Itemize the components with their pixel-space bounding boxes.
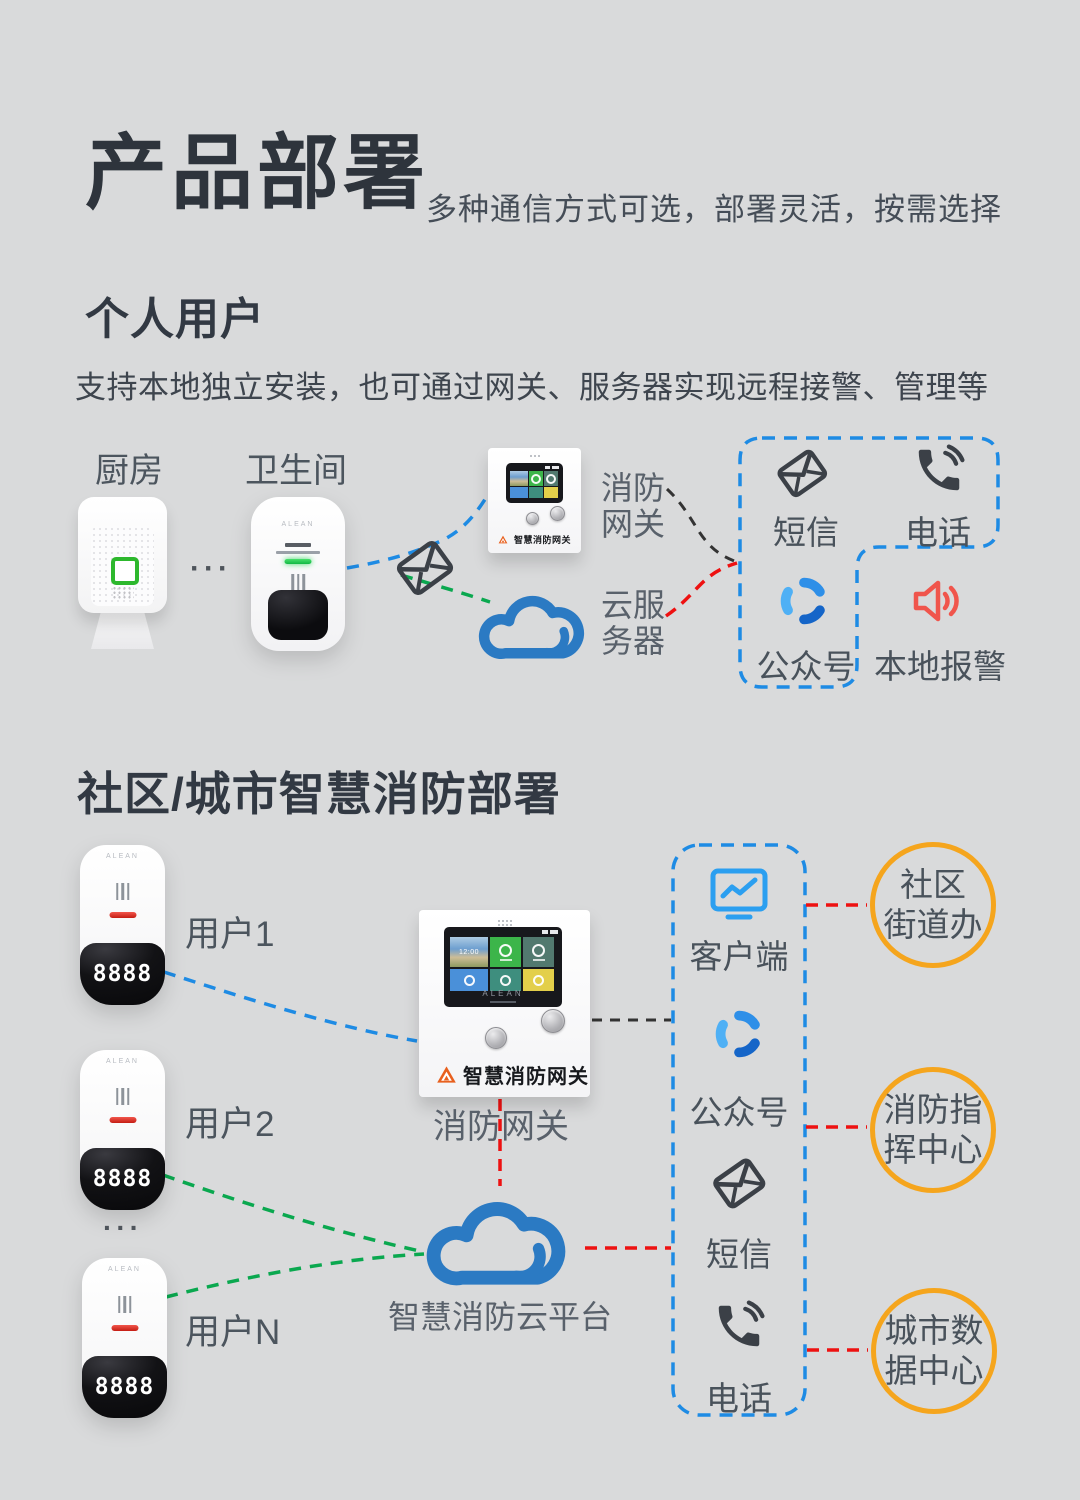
client-monitor-icon: [709, 866, 769, 922]
device-text-line: [285, 543, 311, 547]
ellipsis-devices-1: ···: [190, 552, 232, 585]
gateway-screen-large: 12:00 ALEAN: [444, 927, 562, 1007]
device-lcd-screen: 8888: [80, 943, 165, 1005]
device-text-line: [276, 551, 320, 554]
gateway-logo-text: 智慧消防网关: [514, 535, 572, 545]
target-text: 城市数: [884, 1312, 984, 1350]
cloud-icon: [419, 1188, 581, 1294]
screen-brand-underline: [490, 1001, 516, 1003]
section-personal-description: 支持本地独立安装，也可通过网关、服务器实现远程接警、管理等: [75, 370, 989, 405]
phone-icon: [912, 443, 966, 497]
wechat-swirl-icon: [713, 1008, 765, 1060]
target-text: 街道办: [883, 906, 983, 943]
kitchen-detector-device: [78, 497, 167, 653]
section-community-heading: 社区/城市智慧消防部署: [77, 768, 561, 820]
status-led: [284, 559, 312, 564]
gateway-speaker-dots: [496, 919, 513, 927]
target-community-street-office: 社区 街道办: [870, 842, 996, 968]
device-red-bar: [111, 1325, 138, 1331]
lcd-digits: 8888: [94, 1374, 155, 1400]
kitchen-detector-speaker-holes: [112, 586, 134, 599]
screen-brand: ALEAN: [482, 989, 524, 998]
page-title: 产品部署: [85, 128, 430, 219]
cloud-label-1: 云服 务器: [601, 587, 666, 659]
channels-panel-border-1: [738, 436, 1000, 689]
cloud-label-2: 智慧消防云平台: [388, 1299, 613, 1335]
kitchen-detector-indicator: [111, 557, 139, 585]
userN-device: ALEAN 8888: [82, 1258, 167, 1418]
user1-label: 用户1: [185, 915, 275, 954]
kitchen-label: 厨房: [95, 452, 163, 490]
target-text: 消防指: [883, 1091, 983, 1129]
bathroom-detector-screen: [268, 590, 328, 640]
gateway-logo-text: 智慧消防网关: [463, 1066, 589, 1088]
gateway-button: [526, 512, 539, 525]
gateway-button: [550, 506, 565, 521]
screen-time: 12:00: [458, 948, 480, 956]
cloud-icon: [477, 585, 592, 667]
gateway-speaker-dots: [528, 454, 541, 459]
line-device-to-gateway-blue: [346, 492, 491, 570]
local-alarm-speaker-icon: [911, 576, 967, 626]
device-brand: ALEAN: [106, 853, 139, 860]
line-gateway-to-panel-black: [665, 487, 738, 564]
target-text: 据中心: [884, 1352, 984, 1389]
sms-envelope-icon: [767, 438, 837, 508]
phone-icon: [712, 1298, 766, 1354]
gateway-button: [485, 1027, 507, 1049]
section-personal-heading: 个人用户: [85, 295, 265, 344]
ellipsis-devices-2: ···: [103, 1212, 143, 1243]
fire-gateway-device-small: 智慧消防网关: [488, 448, 581, 553]
local-alarm-label: 本地报警: [874, 648, 1006, 685]
user2-label: 用户2: [185, 1105, 275, 1144]
bathroom-detector-device: ALEAN: [251, 497, 345, 651]
phone-label-1: 电话: [905, 514, 971, 551]
gateway-label-2: 消防网关: [433, 1108, 569, 1146]
client-label: 客户端: [689, 938, 789, 975]
userN-label: 用户N: [185, 1313, 281, 1352]
wechat-label-1: 公众号: [756, 648, 856, 685]
target-text: 挥中心: [883, 1131, 983, 1168]
target-city-data-center: 城市数 据中心: [871, 1288, 997, 1414]
kitchen-detector-base: [91, 611, 154, 649]
triangle-logo-icon: [437, 1066, 456, 1083]
wechat-label-2: 公众号: [689, 1094, 789, 1131]
gateway-button: [541, 1009, 565, 1033]
sms-label-2: 短信: [706, 1236, 772, 1273]
phone-label-2: 电话: [706, 1380, 772, 1417]
device-brand: ALEAN: [108, 1266, 141, 1273]
lcd-digits: 8888: [92, 961, 153, 987]
kitchen-detector-body: [78, 497, 167, 613]
line-cloud-to-panel-red: [664, 561, 738, 618]
line-user1-to-gateway-blue: [163, 970, 418, 1043]
lcd-digits: 8888: [92, 1166, 153, 1192]
page-subtitle: 多种通信方式可选，部署灵活，按需选择: [426, 192, 1002, 227]
fire-gateway-device-large: 12:00 ALEAN 智慧消防网关: [419, 910, 590, 1097]
gateway-label-1: 消防 网关: [601, 470, 666, 542]
line-device-to-cloud-green: [400, 573, 491, 604]
sms-envelope-icon: [702, 1146, 776, 1220]
envelope-icon: [384, 527, 466, 610]
device-brand: ALEAN: [281, 521, 315, 528]
device-lcd-screen: 8888: [80, 1148, 165, 1210]
sms-label-1: 短信: [773, 514, 839, 551]
channels-panel-border-2: [671, 843, 807, 1417]
device-red-bar: [109, 1117, 136, 1123]
user2-device: ALEAN 8888: [80, 1050, 165, 1210]
triangle-logo-icon: [498, 535, 508, 544]
device-brand: ALEAN: [106, 1058, 139, 1065]
target-text: 社区: [900, 866, 966, 904]
wechat-swirl-icon: [778, 575, 830, 627]
target-fire-command-center: 消防指 挥中心: [870, 1067, 996, 1193]
bathroom-detector-body: ALEAN: [251, 497, 345, 651]
line-userN-to-cloud-green: [165, 1252, 425, 1299]
bathroom-label: 卫生间: [245, 452, 347, 490]
device-lcd-screen: 8888: [82, 1356, 167, 1418]
gateway-screen-small: [506, 463, 563, 503]
user1-device: ALEAN 8888: [80, 845, 165, 1005]
device-red-bar: [109, 912, 136, 918]
line-user2-to-cloud-green: [162, 1173, 425, 1254]
